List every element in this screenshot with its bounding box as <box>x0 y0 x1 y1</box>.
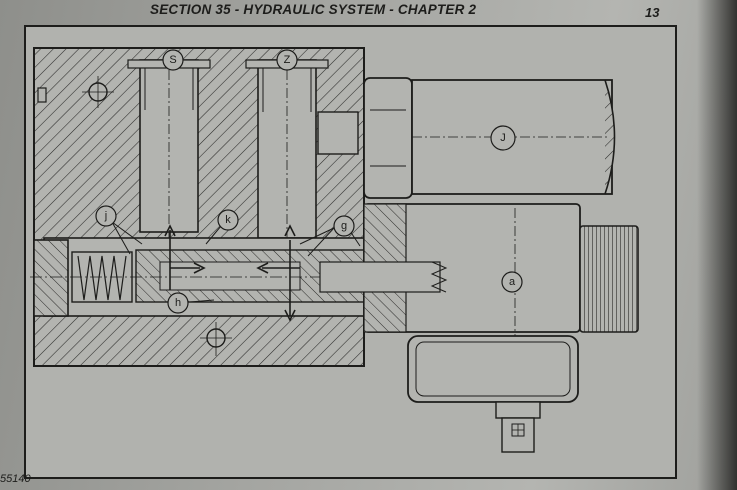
pipe-fitting-j <box>363 77 616 199</box>
svg-text:g: g <box>341 220 347 232</box>
callout-a: a <box>501 271 523 293</box>
callout-k: k <box>217 209 239 231</box>
callout-j-upper: J <box>490 125 516 151</box>
flow-arrows <box>164 224 300 322</box>
svg-text:j: j <box>104 210 107 222</box>
callout-h: h <box>167 292 189 314</box>
leader-lines <box>111 219 361 303</box>
section-header: SECTION 35 - HYDRAULIC SYSTEM - CHAPTER … <box>150 2 477 17</box>
page-edge-shadow <box>697 0 737 490</box>
svg-text:k: k <box>225 214 231 226</box>
callout-s: S <box>162 49 184 71</box>
svg-text:J: J <box>500 132 506 144</box>
svg-text:Z: Z <box>284 54 291 66</box>
valve-body <box>30 47 520 367</box>
page-number: 13 <box>645 5 660 20</box>
solenoid-housing <box>319 203 639 453</box>
figure-number: 55140 <box>0 473 31 485</box>
svg-text:h: h <box>175 297 181 309</box>
svg-text:a: a <box>509 276 516 288</box>
callout-z: Z <box>276 49 298 71</box>
callout-j-lower: j <box>95 205 117 227</box>
callout-g: g <box>333 215 355 237</box>
svg-text:S: S <box>169 54 176 66</box>
spring <box>77 255 127 301</box>
